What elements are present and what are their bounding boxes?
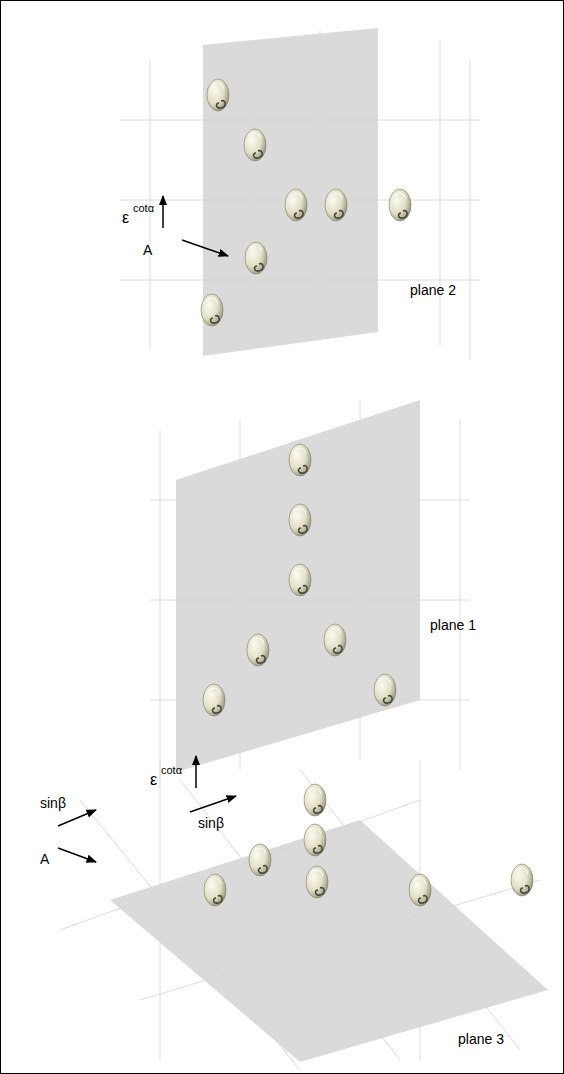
- axis-label: A: [40, 852, 49, 866]
- axis-arrows: [58, 196, 236, 862]
- axis-symbol: ε: [150, 772, 157, 788]
- axis-exponent: cotα: [161, 765, 182, 776]
- plane-1-surface: [176, 400, 420, 772]
- axis-label: sinβ: [40, 796, 66, 810]
- axis-label: A: [143, 243, 152, 257]
- plane-label: plane 2: [410, 283, 456, 297]
- plane-3-surface: [110, 820, 548, 1062]
- axis-exponent: cotα: [133, 203, 154, 214]
- plane-label: plane 3: [458, 1032, 504, 1046]
- axis-label: sinβ: [198, 816, 224, 830]
- plane-label: plane 1: [430, 618, 476, 632]
- plane-2-surface: [203, 28, 378, 356]
- axis-symbol: ε: [122, 210, 129, 226]
- shell-figures: [201, 79, 533, 906]
